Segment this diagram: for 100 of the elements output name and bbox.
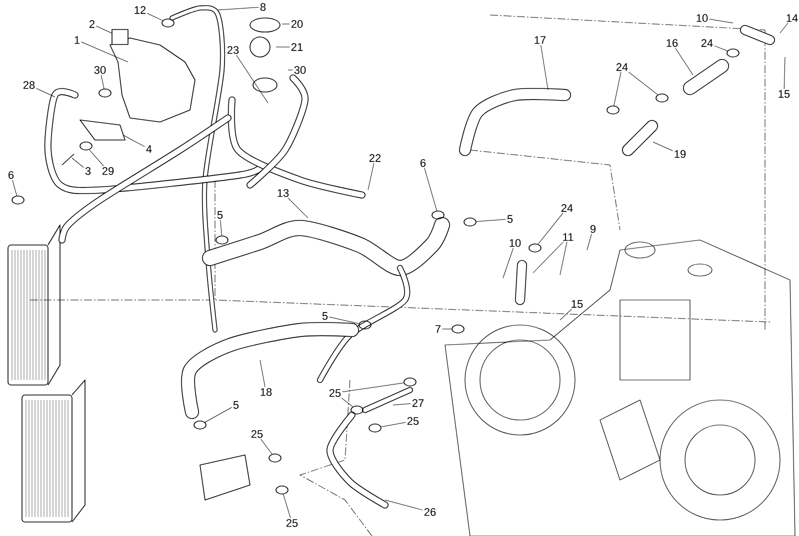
- callout-number: 18: [260, 388, 272, 396]
- leader-line: [714, 46, 728, 52]
- callout-number: 15: [572, 300, 583, 308]
- callout-number: 5: [217, 211, 223, 219]
- leader-line: [586, 234, 592, 250]
- hose-clamp: [464, 218, 476, 226]
- leader-line: [442, 328, 452, 330]
- leader-line: [236, 54, 268, 104]
- leader-line: [147, 13, 163, 21]
- hose-clamp: [656, 94, 668, 102]
- leader-line: [538, 212, 564, 244]
- leader-line: [72, 158, 84, 168]
- leader-line: [384, 500, 423, 510]
- hose-clamp: [432, 210, 444, 220]
- callout-number: 24: [616, 63, 628, 71]
- leader-line: [784, 56, 786, 90]
- callout-number: 16: [666, 39, 678, 47]
- hose-clamp: [268, 454, 282, 462]
- callout-number: 6: [8, 171, 14, 179]
- callout-number: 13: [278, 189, 289, 197]
- hose-clamp: [12, 196, 24, 204]
- callout-number: 23: [227, 46, 239, 54]
- leader-line: [532, 242, 564, 274]
- hose-clamp: [162, 18, 174, 28]
- callout-number: 14: [786, 14, 798, 22]
- callout-number: 24: [701, 39, 713, 47]
- callout-number: 25: [286, 519, 298, 527]
- callout-number: 5: [507, 215, 513, 223]
- tank-cap: [112, 29, 128, 45]
- callout-number: 26: [424, 508, 436, 516]
- hose-clamp: [276, 486, 288, 494]
- leader-line: [283, 494, 291, 518]
- leader-line: [12, 180, 18, 196]
- callout-number: 12: [134, 6, 146, 14]
- leader-line: [204, 407, 232, 422]
- leader-line: [675, 48, 694, 76]
- leader-line: [652, 142, 673, 151]
- callout-number: 6: [420, 159, 426, 167]
- hose-clamp: [452, 324, 464, 334]
- callout-number: 1: [74, 36, 80, 44]
- leader-line: [392, 403, 411, 406]
- callout-number: 25: [407, 417, 419, 425]
- callout-number: 10: [696, 14, 708, 22]
- leader-line: [614, 72, 622, 106]
- leader-line: [628, 72, 658, 95]
- callout-number: 17: [534, 36, 546, 44]
- callout-number: 10: [510, 239, 521, 247]
- hose-clamp: [368, 424, 382, 432]
- leader-line: [476, 219, 506, 222]
- leader-line: [276, 46, 290, 48]
- leader-line: [560, 242, 568, 276]
- hose-clamp: [194, 420, 206, 430]
- hose-clamp: [98, 88, 112, 98]
- callout-number: 27: [412, 399, 424, 407]
- callout-number: 4: [146, 145, 152, 153]
- hose-clamp: [528, 244, 542, 252]
- hose-clamp: [606, 106, 620, 114]
- leader-line: [329, 316, 360, 324]
- leader-line: [220, 220, 222, 236]
- callout-number: 21: [291, 43, 303, 51]
- callout-number: 3: [85, 167, 91, 175]
- hose-clamp: [358, 320, 372, 330]
- leader-line: [96, 26, 112, 34]
- leader-line: [502, 248, 514, 278]
- leader-line: [81, 42, 128, 62]
- hose-clamp: [726, 48, 740, 58]
- hose-clamp: [404, 378, 416, 386]
- hose-clamp: [350, 406, 364, 414]
- leader-line: [380, 422, 406, 428]
- callout-number: 29: [102, 167, 114, 175]
- callout-number: 7: [436, 325, 441, 333]
- callout-number: 30: [294, 66, 306, 74]
- callout-number: 11: [563, 233, 574, 241]
- callout-number: 28: [23, 81, 35, 89]
- leader-line: [709, 18, 734, 24]
- leader-line: [342, 382, 404, 392]
- leader-line: [218, 7, 259, 10]
- callout-number: 25: [251, 430, 263, 438]
- callout-number: 19: [674, 150, 686, 158]
- callout-number: 20: [291, 20, 303, 28]
- leader-line: [122, 134, 145, 147]
- leader-line: [341, 398, 353, 407]
- callout-number: 25: [329, 389, 341, 397]
- callout-number: 15: [778, 90, 790, 98]
- callout-number: 30: [94, 66, 106, 74]
- leader-line: [260, 438, 272, 454]
- callout-number: 22: [369, 154, 381, 162]
- callout-number: 5: [322, 312, 328, 320]
- callout-number: 5: [233, 401, 239, 409]
- leader-line: [260, 360, 266, 388]
- hose-clamp: [80, 142, 92, 150]
- callout-number: 8: [260, 3, 266, 11]
- callout-number: 24: [561, 204, 573, 212]
- callout-number: 2: [90, 20, 95, 28]
- leader-line: [540, 44, 548, 90]
- leader-line: [424, 168, 438, 211]
- leader-line: [560, 308, 572, 320]
- leader-line: [288, 198, 308, 218]
- leader-line: [780, 22, 788, 34]
- leader-line: [36, 88, 56, 98]
